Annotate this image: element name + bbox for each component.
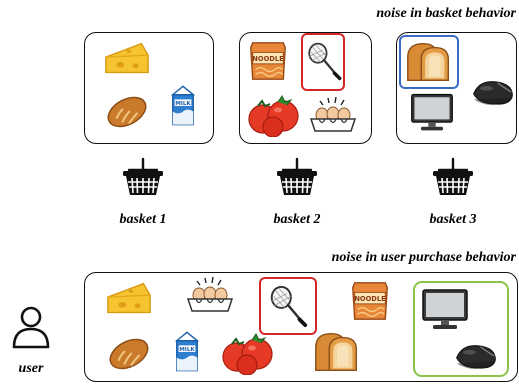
toast-icon bbox=[402, 39, 456, 85]
basket-3-box bbox=[396, 32, 517, 144]
eggs-icon bbox=[185, 275, 235, 315]
bread-icon bbox=[105, 333, 153, 373]
monitor-icon bbox=[409, 91, 455, 133]
racket-highlight bbox=[301, 33, 345, 91]
basket-2-box bbox=[239, 32, 372, 144]
racket-icon bbox=[304, 39, 344, 83]
user-label: user bbox=[18, 361, 44, 376]
basket-3-icon bbox=[431, 157, 475, 197]
basket-2-label: basket 2 bbox=[273, 212, 321, 227]
basket-1-label: basket 1 bbox=[119, 212, 167, 227]
basket-1-box bbox=[84, 32, 214, 144]
user-purchase-box bbox=[84, 272, 518, 382]
tomato-icon bbox=[245, 91, 301, 137]
eggs-icon bbox=[308, 95, 358, 135]
milk-icon bbox=[173, 327, 201, 375]
monitor-icon bbox=[420, 287, 470, 331]
tomato-icon bbox=[219, 329, 275, 375]
basket-3-label: basket 3 bbox=[429, 212, 477, 227]
racket-icon bbox=[266, 282, 310, 330]
basket-1-icon bbox=[121, 157, 165, 197]
bread-icon bbox=[103, 91, 151, 131]
milk-icon bbox=[169, 81, 197, 129]
noodle-icon bbox=[246, 39, 290, 83]
noodle-icon bbox=[348, 279, 392, 323]
user-icon bbox=[11, 305, 51, 349]
cheese-icon bbox=[105, 279, 153, 319]
cheese-icon bbox=[103, 39, 151, 79]
mouse-icon bbox=[470, 75, 516, 109]
user-noise-title: noise in user purchase behavior bbox=[331, 250, 516, 265]
mouse-icon bbox=[453, 339, 499, 373]
toast-icon bbox=[310, 329, 364, 375]
monitor-highlight bbox=[413, 281, 509, 377]
toast-highlight bbox=[399, 35, 459, 89]
basket-noise-title: noise in basket behavior bbox=[376, 6, 516, 21]
racket-highlight bbox=[259, 277, 317, 335]
basket-2-icon bbox=[275, 157, 319, 197]
